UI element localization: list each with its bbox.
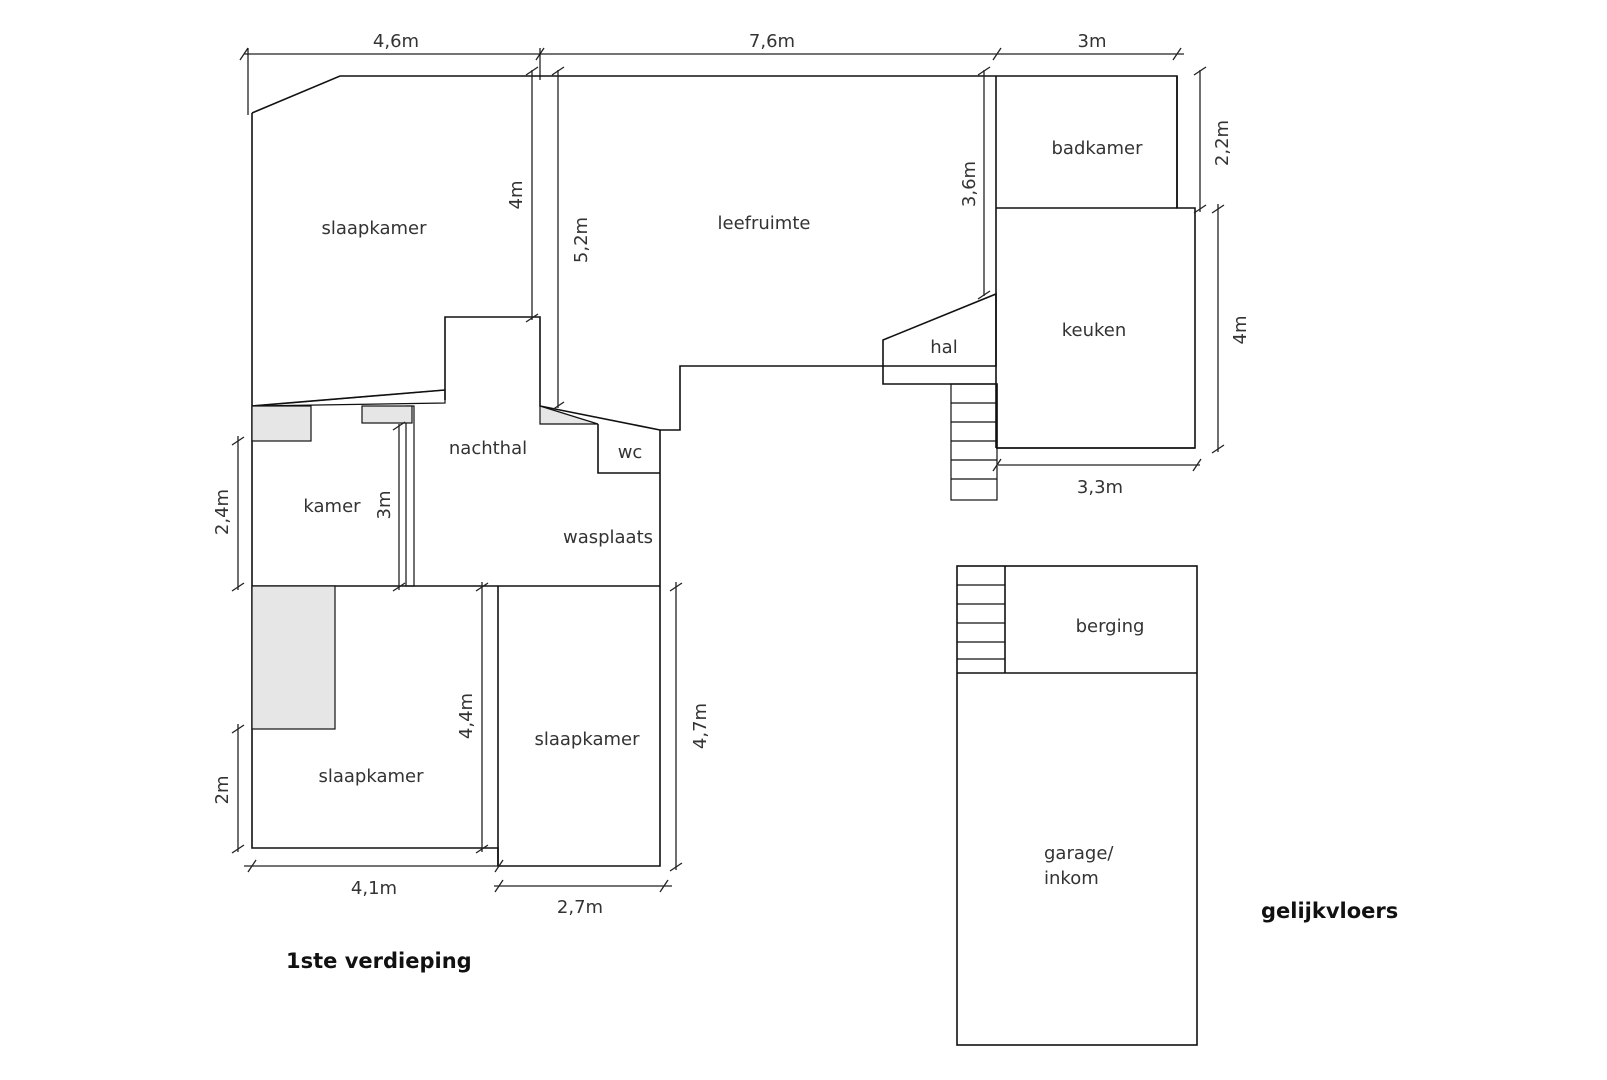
wc-fixture xyxy=(539,405,599,425)
dim-kitchen-width: 3,3m xyxy=(1077,477,1123,498)
dim-bedroom2-width: 4,1m xyxy=(351,878,397,899)
dimension-labels: 4,6m 7,6m 3m 2,2m 4m 3,3m 3,6m 4m 5,2m 2… xyxy=(212,31,1251,918)
dimension-lines xyxy=(231,47,1225,893)
ground-floor-walls xyxy=(956,565,1198,1046)
dim-nighthall-depth: 3m xyxy=(374,491,395,520)
wardrobe xyxy=(251,585,336,730)
dim-bedroom1-depth: 4m xyxy=(506,181,527,210)
ground-stair-steps xyxy=(957,584,1005,660)
room-label-inkom: inkom xyxy=(1044,868,1099,889)
room-label-wasplaats: wasplaats xyxy=(563,527,653,548)
nighthall-partition xyxy=(405,405,415,587)
dim-kamer-height: 2,4m xyxy=(212,489,233,535)
stairs xyxy=(950,383,998,501)
dim-bedroom2-height: 4,4m xyxy=(456,693,477,739)
wc-walls xyxy=(597,424,660,474)
first-floor-walls xyxy=(251,75,1196,867)
dim-bathroom-height: 2,2m xyxy=(1212,120,1233,166)
dim-living-depth: 5,2m xyxy=(571,217,592,263)
ground-floor-title: gelijkvloers xyxy=(1261,899,1398,923)
room-label-keuken: keuken xyxy=(1062,320,1127,341)
closet-2 xyxy=(361,405,413,424)
room-label-kamer: kamer xyxy=(303,496,361,517)
closet-1 xyxy=(251,405,312,442)
first-floor-title: 1ste verdieping xyxy=(286,949,472,973)
bedroom-living-wall xyxy=(444,316,661,431)
garage-outline xyxy=(956,565,1198,1046)
room-label-berging: berging xyxy=(1076,616,1145,637)
dim-top-middle: 7,6m xyxy=(749,31,795,52)
room-label-leefruimte: leefruimte xyxy=(718,213,811,234)
dim-lower-bedroom: 2m xyxy=(212,776,233,805)
dim-hall-depth: 3,6m xyxy=(959,161,980,207)
room-label-nachthal: nachthal xyxy=(449,438,527,459)
dim-kitchen-height: 4m xyxy=(1230,316,1251,345)
room-label-wc: wc xyxy=(618,442,643,463)
dim-bedroom3-height: 4,7m xyxy=(690,703,711,749)
room-label-slaapkamer-right: slaapkamer xyxy=(534,729,640,750)
room-label-slaapkamer-left: slaapkamer xyxy=(318,766,424,787)
room-labels: slaapkamer leefruimte badkamer keuken ha… xyxy=(303,138,1144,889)
dim-bedroom3-width: 2,7m xyxy=(557,897,603,918)
dim-top-right: 3m xyxy=(1078,31,1107,52)
room-label-slaapkamer-top: slaapkamer xyxy=(321,218,427,239)
bedroom-floor-sill xyxy=(251,389,446,407)
room-label-hal: hal xyxy=(930,337,957,358)
outer-wall xyxy=(251,75,1196,867)
dim-top-left: 4,6m xyxy=(373,31,419,52)
stair-steps xyxy=(951,402,997,480)
room-label-badkamer: badkamer xyxy=(1051,138,1143,159)
room-label-garage: garage/ xyxy=(1044,843,1114,864)
